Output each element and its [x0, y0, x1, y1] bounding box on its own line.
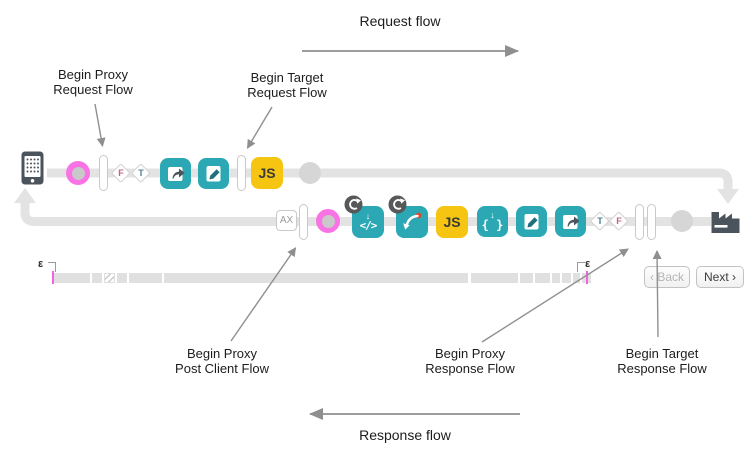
condition-true-diamond[interactable]: T: [590, 211, 610, 231]
policy-edit-step[interactable]: [198, 158, 229, 189]
js-policy-label: JS: [443, 214, 461, 230]
timeline-segment[interactable]: [471, 273, 518, 283]
target-response-annotation-arrow: [652, 250, 662, 338]
timeline-segment[interactable]: [552, 273, 560, 283]
policy-extract-json-step[interactable]: ↓ { }: [477, 206, 508, 237]
timeline-cursor-start[interactable]: [52, 271, 54, 284]
response-start-step[interactable]: [316, 209, 340, 233]
annotation-target-response-flow: Begin Target Response Flow: [617, 346, 707, 376]
timeline-segment-hatched[interactable]: [104, 273, 115, 283]
proxy-request-annotation-arrow: [94, 103, 106, 147]
timeline-segment[interactable]: [535, 273, 550, 283]
annotation-line: Begin Target: [625, 346, 699, 361]
annotation-line: Begin Proxy: [57, 67, 129, 82]
condition-true-diamond[interactable]: T: [131, 163, 151, 183]
condition-false-diamond[interactable]: F: [609, 211, 629, 231]
request-start-step[interactable]: [66, 161, 90, 185]
post-client-annotation-arrow: [230, 247, 297, 342]
annotation-proxy-response-flow: Begin Proxy Response Flow: [425, 346, 515, 376]
target-request-flow-marker[interactable]: [237, 155, 246, 191]
timeline-segment[interactable]: [520, 273, 533, 283]
analytics-step[interactable]: AX: [276, 210, 297, 231]
step-circle-hole: [71, 166, 85, 180]
condition-false-diamond[interactable]: F: [111, 163, 131, 183]
code-icon: </>: [359, 218, 378, 232]
annotation-line: Response Flow: [425, 361, 515, 376]
annotation-proxy-request-flow: Begin Proxy Request Flow: [53, 67, 132, 97]
back-button[interactable]: ‹ Back: [644, 266, 690, 288]
response-track-arrowhead: [14, 188, 36, 203]
timeline-segment[interactable]: [117, 273, 127, 283]
target-request-annotation-arrow: [246, 106, 273, 149]
timeline-segment[interactable]: [129, 273, 162, 283]
policy-callout-step[interactable]: [160, 158, 191, 189]
request-track-arrowhead: [717, 189, 739, 204]
client-device-icon: [21, 151, 44, 185]
condition-true-label: T: [597, 216, 603, 226]
annotation-proxy-post-client-flow: Begin Proxy Post Client Flow: [175, 346, 269, 376]
proxy-response-flow-marker[interactable]: [635, 204, 644, 240]
proxy-response-annotation-arrow: [481, 248, 629, 343]
repeat-badge-icon: [344, 195, 363, 214]
backend-target-icon: [711, 212, 740, 233]
proxy-request-flow-marker[interactable]: [99, 155, 108, 191]
next-button[interactable]: Next ›: [696, 266, 744, 288]
timeline-segment[interactable]: [92, 273, 102, 283]
annotation-line: Request Flow: [247, 85, 327, 100]
timeline-cursor-end[interactable]: [586, 271, 588, 284]
callout-icon: [563, 215, 580, 229]
proxy-post-client-flow-marker[interactable]: [299, 204, 308, 240]
policy-javascript-step[interactable]: JS: [436, 206, 468, 238]
annotation-target-request-flow: Begin Target Request Flow: [247, 70, 326, 100]
policy-javascript-step[interactable]: JS: [251, 157, 283, 189]
bracket-left: [48, 262, 56, 272]
annotation-line: Begin Target: [250, 70, 324, 85]
timeline-segment[interactable]: [164, 273, 468, 283]
timeline-segment[interactable]: [573, 273, 580, 283]
bracket-right: [577, 262, 585, 272]
annotation-line: Begin Proxy: [186, 346, 258, 361]
condition-false-label: F: [616, 216, 622, 226]
epsilon-marker-right: ε: [585, 258, 591, 270]
js-policy-label: JS: [258, 165, 276, 181]
request-flow-label: Request flow: [359, 13, 441, 29]
epsilon-marker-left: ε: [38, 258, 44, 270]
policy-callout-step[interactable]: [555, 206, 586, 237]
annotation-line: Response Flow: [617, 361, 707, 376]
braces-icon: { }: [481, 217, 504, 232]
response-flow-label: Response flow: [359, 427, 451, 443]
condition-false-label: F: [118, 168, 124, 178]
condition-true-label: T: [138, 168, 144, 178]
timeline-segment[interactable]: [562, 273, 571, 283]
pencil-icon: [524, 214, 539, 230]
response-end-step[interactable]: [671, 210, 693, 232]
timeline-segment[interactable]: [54, 273, 90, 283]
annotation-line: Request Flow: [53, 82, 133, 97]
policy-edit-step[interactable]: [516, 206, 547, 237]
annotation-line: Post Client Flow: [175, 361, 269, 376]
repeat-badge-icon: [388, 195, 407, 214]
step-circle-hole: [321, 214, 335, 228]
callout-icon: [168, 167, 185, 181]
request-end-step[interactable]: [299, 162, 321, 184]
pencil-icon: [206, 166, 221, 182]
annotation-line: Begin Proxy: [434, 346, 506, 361]
target-response-flow-marker[interactable]: [647, 204, 656, 240]
analytics-label: AX: [279, 215, 294, 226]
